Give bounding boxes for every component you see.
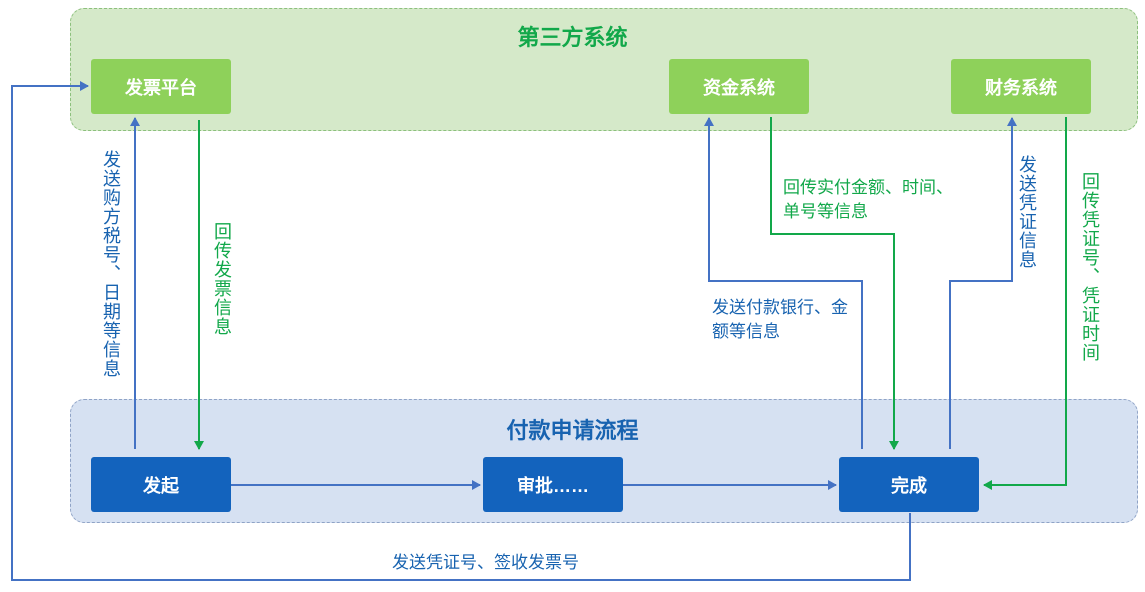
arrow-finance-to-complete — [983, 117, 1067, 490]
arrow-complete-to-finance — [949, 117, 1017, 449]
initiate-box[interactable]: 发起 — [91, 457, 231, 512]
label-return-paid: 回传实付金额、时间、单号等信息 — [783, 178, 953, 221]
third-party-title: 第三方系统 — [517, 25, 628, 50]
approve-box[interactable]: 审批…… — [483, 457, 623, 512]
label-send-voucher-info: 发送凭证信息 — [1017, 155, 1037, 269]
invoice-platform-box[interactable]: 发票平台 — [91, 59, 231, 114]
complete-box[interactable]: 完成 — [839, 457, 979, 512]
label-return-voucher: 回传凭证号、凭证时间 — [1080, 172, 1100, 362]
arrow-complete-to-fund — [704, 117, 863, 449]
label-return-invoice: 回传发票信息 — [212, 222, 232, 336]
label-send-voucher-sign: 发送凭证号、签收发票号 — [392, 553, 579, 572]
label-send-bank-info: 发送付款银行、金额等信息 — [712, 298, 848, 341]
fund-system-box[interactable]: 资金系统 — [669, 59, 809, 114]
arrow-complete-to-invoice-loop — [11, 81, 911, 581]
label-send-tax-info: 发送购方税号、日期等信息 — [101, 150, 121, 378]
arrow-fund-to-complete — [770, 117, 899, 450]
finance-system-box[interactable]: 财务系统 — [951, 59, 1091, 114]
payment-flow-title: 付款申请流程 — [506, 418, 639, 443]
